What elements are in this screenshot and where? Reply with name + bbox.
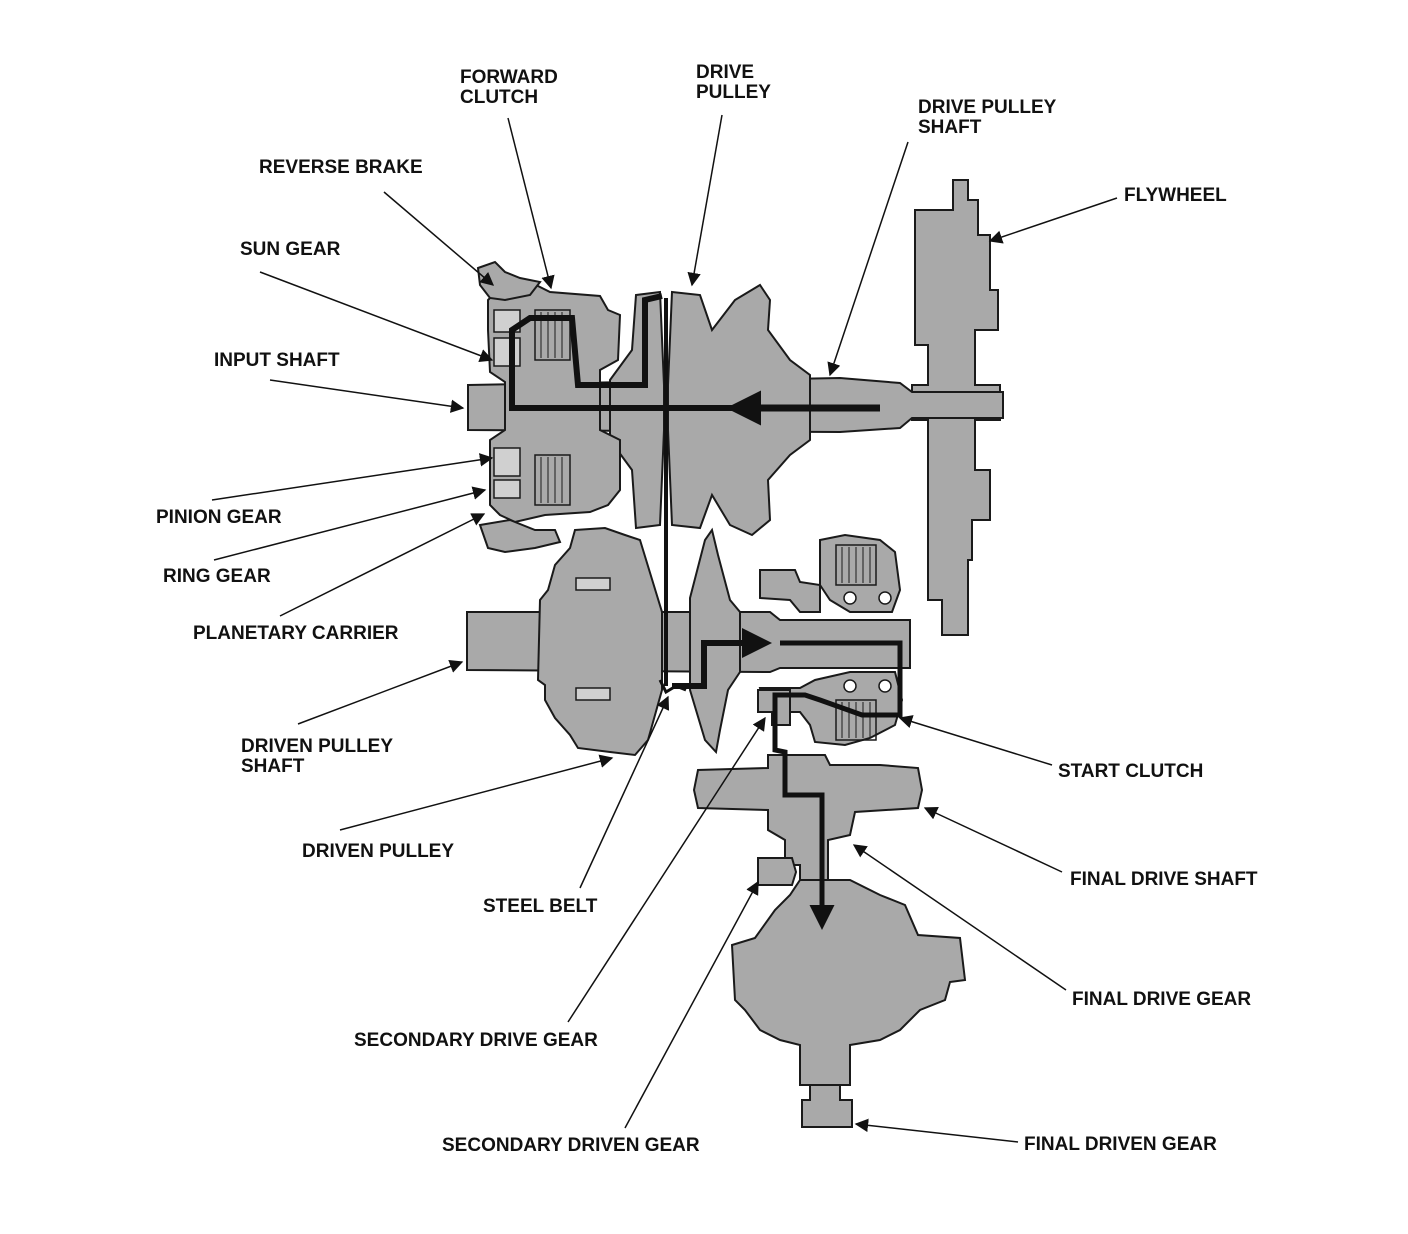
differential-part (730, 879, 967, 1086)
label-ring-gear: RING GEAR (163, 566, 271, 587)
secondary-driven-gear-part (757, 857, 798, 886)
label-start-clutch: START CLUTCH (1058, 761, 1204, 782)
leader-lines (211, 114, 1118, 1143)
driven-pulley-left-half (536, 526, 663, 757)
planetary-housing-part (487, 280, 622, 524)
label-input-shaft: INPUT SHAFT (214, 350, 340, 371)
label-final-driven-gear: FINAL DRIVEN GEAR (1024, 1134, 1217, 1155)
label-flywheel: FLYWHEEL (1124, 185, 1227, 206)
label-pinion-gear: PINION GEAR (156, 507, 282, 528)
label-drive-pulley-shaft: DRIVE PULLEY SHAFT (918, 97, 1057, 138)
power-flow-output-path (672, 628, 772, 689)
power-flow-clutch-path (772, 640, 903, 930)
label-forward-clutch: FORWARD CLUTCH (460, 67, 558, 108)
power-flow-path (509, 293, 880, 411)
label-driven-pulley: DRIVEN PULLEY (302, 841, 455, 862)
label-secondary-drive-gear: SECONDARY DRIVE GEAR (354, 1030, 598, 1051)
label-planetary-carrier: PLANETARY CARRIER (193, 623, 399, 644)
reverse-brake-part (476, 260, 542, 302)
label-steel-belt: STEEL BELT (483, 896, 598, 917)
label-final-drive-gear: FINAL DRIVE GEAR (1072, 989, 1252, 1010)
carrier-lower-part (478, 518, 562, 554)
start-clutch-part (759, 533, 902, 613)
label-secondary-driven-gear: SECONDARY DRIVEN GEAR (442, 1135, 700, 1156)
final-driven-gear-part (801, 1084, 853, 1128)
label-final-drive-shaft: FINAL DRIVE SHAFT (1070, 869, 1258, 890)
label-driven-pulley-shaft: DRIVEN PULLEY SHAFT (241, 736, 394, 777)
label-sun-gear: SUN GEAR (240, 239, 341, 260)
label-drive-pulley: DRIVE PULLEY (696, 62, 771, 103)
label-reverse-brake: REVERSE BRAKE (259, 157, 423, 178)
